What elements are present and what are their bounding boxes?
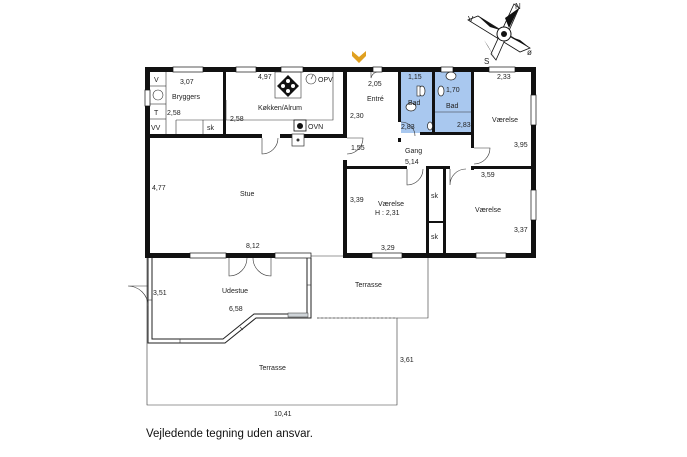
dim-gang-w: 5,14: [405, 159, 419, 166]
doors: [261, 71, 491, 186]
room-label-entre: Entré: [367, 96, 384, 103]
fixture-label-opv: OPV: [318, 77, 333, 84]
dimension-labels: 3,07 2,58 4,97 2,58 2,05 2,30 1,55 1,15 …: [152, 74, 528, 418]
dim-koekken-h: 2,58: [230, 116, 244, 123]
dim-bryggers-h: 2,58: [167, 110, 181, 117]
room-label-vaerelse-mid-height: H : 2,31: [375, 210, 400, 217]
dim-entre-gap: 1,55: [351, 145, 365, 152]
room-label-koekken: Køkken/Alrum: [258, 105, 302, 112]
room-label-gang: Gang: [405, 148, 422, 155]
kitchen-fixtures: [225, 71, 334, 147]
room-labels: Bryggers Køkken/Alrum Entré Bad Bad Være…: [172, 94, 518, 372]
room-label-bad-1: Bad: [408, 100, 421, 107]
compass-icon: V N S ø: [467, 2, 532, 66]
fixture-label-sk-bryggers: sk: [207, 125, 215, 132]
dim-bad-1-w: 1,15: [408, 74, 422, 81]
room-label-terrasse-right: Terrasse: [355, 282, 382, 289]
washbasin-icon: [405, 102, 417, 112]
dim-mid-w: 3,29: [381, 245, 395, 252]
room-label-bryggers: Bryggers: [172, 94, 201, 101]
dim-mid-h: 3,39: [350, 197, 364, 204]
dim-ne-w: 2,33: [497, 74, 511, 81]
room-label-terrasse-bottom: Terrasse: [259, 365, 286, 372]
dim-se-top: 3,59: [481, 172, 495, 179]
compass-s: S: [484, 57, 489, 66]
dishwasher-icon: [305, 73, 317, 85]
fixture-label-ovn: OVN: [308, 124, 323, 131]
fixture-label-v: V: [154, 77, 159, 84]
dim-bryggers-w: 3,07: [180, 79, 194, 86]
fixture-label-sk-hall-1: sk: [431, 193, 439, 200]
udestue: [127, 257, 312, 344]
interior-walls: [150, 72, 531, 257]
fixture-label-sk-hall-2: sk: [431, 234, 439, 241]
dim-bad-1-h: 2,83: [401, 124, 415, 131]
dim-se-h: 3,37: [514, 227, 528, 234]
exterior-walls: [145, 67, 536, 258]
dim-udestue-w: 6,58: [229, 306, 243, 313]
dim-ne-h: 3,95: [514, 142, 528, 149]
room-label-vaerelse-ne: Værelse: [492, 117, 518, 124]
dim-total-w: 10,41: [274, 411, 292, 418]
fixture-label-t: T: [154, 110, 159, 117]
terrace-outline: [146, 255, 429, 406]
toilet-icon-2: [437, 85, 445, 97]
washbasin-icon-2: [445, 71, 457, 81]
dim-udestue-h: 3,51: [153, 290, 167, 297]
room-label-stue: Stue: [240, 191, 255, 198]
room-label-udestue: Udestue: [222, 288, 248, 295]
washer-icon: [152, 89, 164, 101]
dim-bad-2-h: 2,83: [457, 122, 471, 129]
compass-n: N: [515, 2, 521, 11]
dim-entre-h: 2,30: [350, 113, 364, 120]
dim-stue-w: 8,12: [246, 243, 260, 250]
bathroom-highlight: [401, 71, 472, 133]
dim-koekken-w: 4,97: [258, 74, 272, 81]
room-label-vaerelse-se: Værelse: [475, 207, 501, 214]
stove-icon: [277, 75, 299, 97]
dim-stue-h: 4,77: [152, 185, 166, 192]
dim-entre-w: 2,05: [368, 81, 382, 88]
compass-v: V: [468, 15, 474, 24]
room-label-bad-2: Bad: [446, 103, 459, 110]
dim-terrasse-h: 3,61: [400, 357, 414, 364]
utility-fixtures: [150, 72, 223, 134]
dim-bad-2-w: 1,70: [446, 87, 460, 94]
room-label-vaerelse-mid: Værelse: [378, 201, 404, 208]
fixture-label-vv: VV: [151, 125, 161, 132]
windows: [144, 66, 537, 259]
compass-e: ø: [527, 48, 532, 57]
fixture-labels: V T VV sk OPV OVN sk sk: [151, 77, 439, 241]
disclaimer-caption: Vejledende tegning uden ansvar.: [146, 428, 313, 440]
bath-fixtures: [405, 71, 471, 131]
entrance-marker-icon: [352, 51, 366, 63]
